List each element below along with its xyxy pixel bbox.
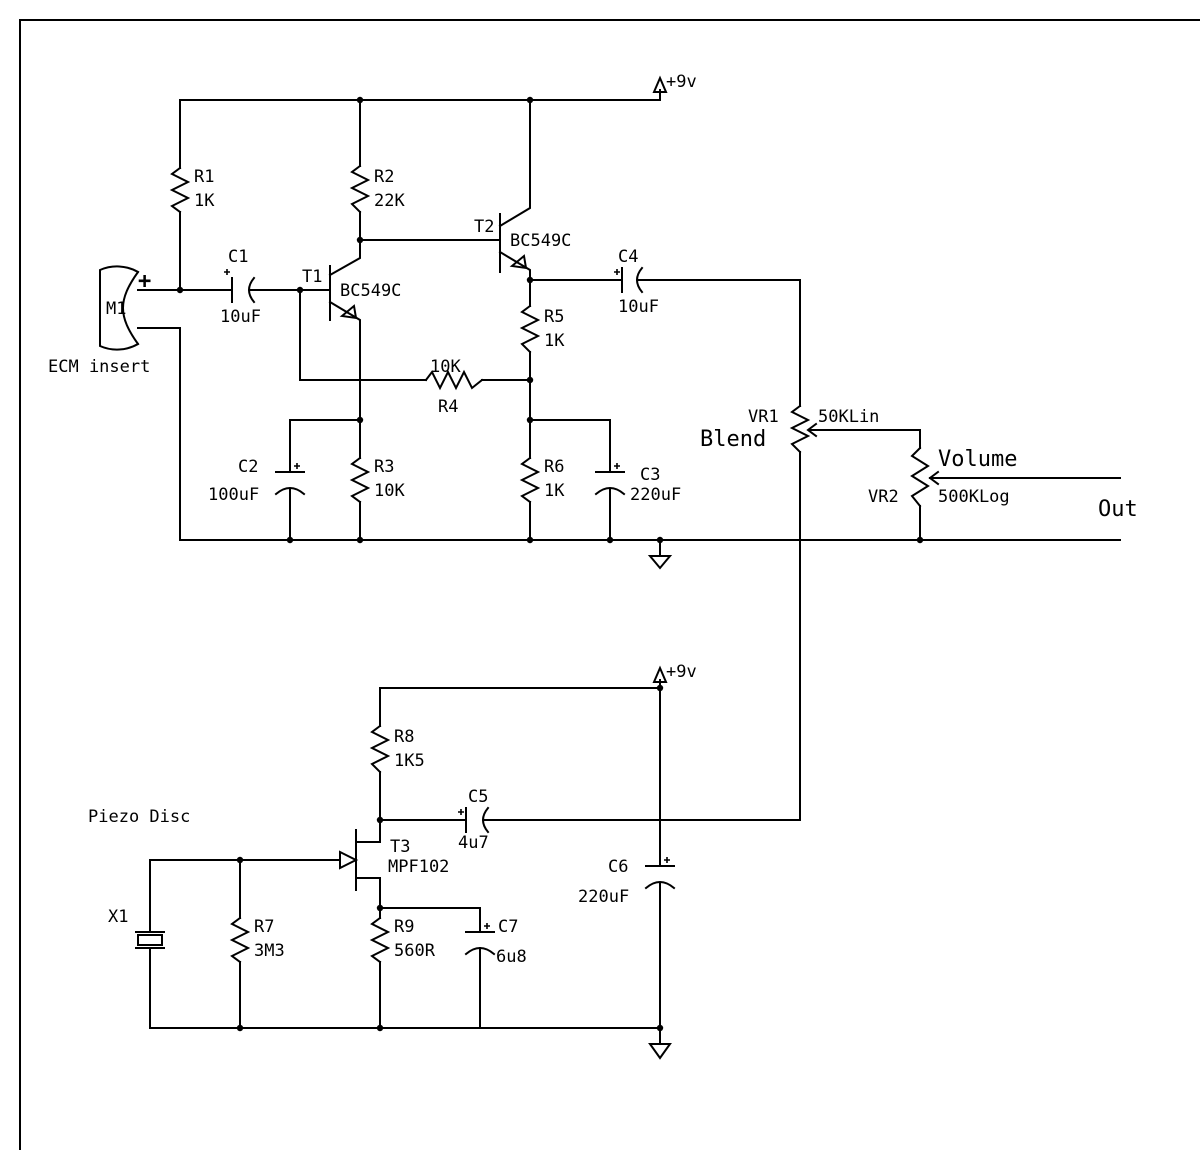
c2-value: 100uF — [208, 485, 259, 505]
c1-value: 10uF — [220, 307, 261, 327]
vr2-symbol — [910, 446, 943, 508]
r2-symbol — [349, 164, 371, 214]
r9-ref: R9 — [394, 917, 414, 937]
vr1-symbol — [789, 404, 821, 454]
r6-symbol — [519, 456, 541, 504]
r1-value: 1K — [194, 191, 215, 211]
supply-symbol-top — [652, 75, 668, 93]
c2-ref: C2 — [238, 457, 258, 477]
x1-ref: X1 — [108, 907, 128, 927]
c2-symbol — [274, 463, 306, 496]
r9-value: 560R — [394, 941, 436, 961]
c1-symbol — [224, 269, 256, 304]
piezo-desc: Piezo Disc — [88, 807, 190, 827]
vr2-value: 500KLog — [938, 487, 1010, 507]
c7-ref: C7 — [498, 917, 518, 937]
c7-symbol — [464, 923, 496, 956]
t2-symbol — [499, 213, 528, 273]
c3-symbol — [594, 463, 626, 496]
t2-part: BC549C — [510, 231, 571, 251]
r8-ref: R8 — [394, 727, 414, 747]
c1-ref: C1 — [228, 247, 248, 267]
bottom-wires — [149, 679, 801, 1045]
c7-value: 6u8 — [496, 947, 527, 967]
vr1-ref: VR1 — [748, 407, 779, 427]
r1-ref: R1 — [194, 167, 214, 187]
r6-ref: R6 — [544, 457, 564, 477]
t3-ref: T3 — [390, 837, 410, 857]
r9-symbol — [369, 916, 391, 964]
r7-ref: R7 — [254, 917, 274, 937]
c6-ref: C6 — [608, 857, 628, 877]
m1-ref: M1 — [106, 299, 126, 319]
t1-symbol — [329, 265, 358, 321]
r3-ref: R3 — [374, 457, 394, 477]
r4-symbol — [424, 369, 484, 391]
output-label: Out — [1098, 497, 1138, 522]
c6-value: 220uF — [578, 887, 629, 907]
c4-symbol — [614, 266, 644, 294]
vr1-value: 50KLin — [818, 407, 879, 427]
m1-desc: ECM insert — [48, 357, 150, 377]
supply-label-bottom: +9v — [666, 662, 697, 682]
r8-value: 1K5 — [394, 751, 425, 771]
vr1-function: Blend — [700, 427, 766, 452]
r4-ref: R4 — [438, 397, 458, 417]
t1-part: BC549C — [340, 281, 401, 301]
mic-symbol — [99, 265, 140, 351]
c4-ref: C4 — [618, 247, 638, 267]
sheet-frame — [19, 19, 1200, 1150]
r5-value: 1K — [544, 331, 565, 351]
supply-label-top: +9v — [666, 72, 697, 92]
r2-value: 22K — [374, 191, 405, 211]
c5-symbol — [458, 806, 490, 834]
r5-symbol — [519, 304, 541, 354]
x1-symbol — [135, 931, 165, 949]
r8-symbol — [369, 724, 391, 774]
c3-value: 220uF — [630, 485, 681, 505]
t3-part: MPF102 — [388, 857, 449, 877]
junction-dots — [176, 96, 924, 1032]
c4-value: 10uF — [618, 297, 659, 317]
r6-value: 1K — [544, 481, 565, 501]
r7-symbol — [229, 916, 251, 964]
c3-ref: C3 — [640, 465, 660, 485]
r7-value: 3M3 — [254, 941, 285, 961]
t3-symbol — [339, 829, 359, 891]
m1-polarity: + — [138, 269, 151, 294]
r4-value: 10K — [430, 357, 461, 377]
r3-value: 10K — [374, 481, 405, 501]
r1-symbol — [169, 166, 191, 214]
t2-ref: T2 — [474, 217, 494, 237]
c5-value: 4u7 — [458, 833, 489, 853]
c5-ref: C5 — [468, 787, 488, 807]
vr2-function: Volume — [938, 447, 1017, 472]
r2-ref: R2 — [374, 167, 394, 187]
supply-symbol-bottom — [652, 665, 668, 683]
r3-symbol — [349, 456, 371, 504]
ground-symbol-bottom — [648, 1043, 672, 1060]
vr2-ref: VR2 — [868, 487, 899, 507]
t1-ref: T1 — [302, 267, 322, 287]
c6-symbol — [644, 857, 676, 890]
r5-ref: R5 — [544, 307, 564, 327]
top-wires — [137, 89, 1121, 821]
ground-symbol-top — [647, 555, 673, 570]
